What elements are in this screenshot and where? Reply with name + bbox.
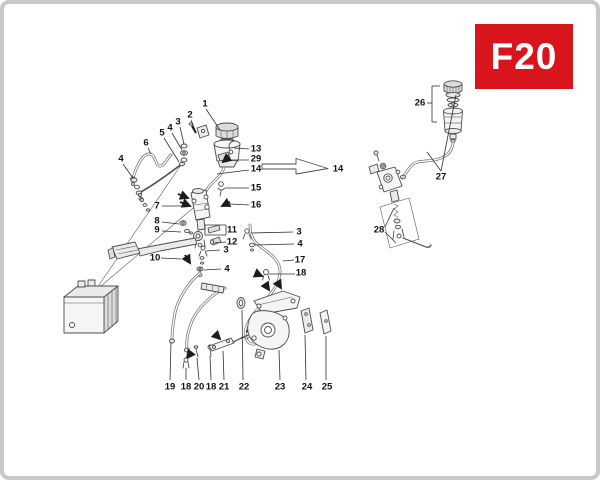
callout-label-15-11: 15 bbox=[251, 183, 262, 194]
bolt-29 bbox=[221, 153, 233, 164]
callout-label-14-10: 14 bbox=[333, 164, 344, 175]
banjo-fittings-left bbox=[130, 177, 144, 202]
callout-leader-24-32 bbox=[304, 334, 307, 381]
rear-hose-27 bbox=[400, 141, 455, 180]
clip-3-mid bbox=[198, 245, 208, 257]
callout-label-8-14: 8 bbox=[154, 216, 159, 227]
callout-label-25-33: 25 bbox=[322, 382, 333, 393]
callout-label-22-30: 22 bbox=[239, 382, 250, 393]
callout-leader-4-3 bbox=[171, 132, 183, 151]
callout-label-19-25: 19 bbox=[165, 382, 176, 393]
brake-line-5 bbox=[135, 161, 185, 212]
callout-label-18-28: 18 bbox=[206, 382, 217, 393]
washer-4-right bbox=[249, 242, 255, 252]
callout-label-9-15: 9 bbox=[154, 225, 159, 236]
callout-label-20-27: 20 bbox=[194, 382, 205, 393]
washer-stack bbox=[180, 143, 188, 163]
callout-label-21-29: 21 bbox=[219, 382, 230, 393]
callout-leader-14-9 bbox=[216, 169, 250, 175]
sheet-code-badge: F20 bbox=[475, 24, 573, 89]
callout-leader-6-5 bbox=[147, 147, 152, 155]
callout-leader-12-17 bbox=[213, 241, 227, 244]
callout-label-13-7: 13 bbox=[251, 144, 262, 155]
callout-leader-8-14 bbox=[161, 221, 180, 225]
callout-label-16-12: 16 bbox=[251, 200, 262, 211]
callout-leader-19-25 bbox=[169, 341, 172, 381]
callout-label-7-13: 7 bbox=[154, 201, 159, 212]
brake-hoses bbox=[169, 223, 282, 353]
abs-unit bbox=[63, 161, 200, 334]
callout-leader-22-30 bbox=[241, 309, 244, 381]
callout-label-28-36: 28 bbox=[374, 225, 385, 236]
callout-label-12-17: 12 bbox=[227, 237, 238, 248]
callout-label-5-4: 5 bbox=[159, 128, 165, 139]
callout-label-10-19: 10 bbox=[150, 253, 161, 264]
callout-leader-20-27 bbox=[196, 357, 200, 381]
callout-leader-4-24 bbox=[203, 268, 222, 271]
callout-leader-4-21 bbox=[254, 243, 295, 246]
clamp-15 bbox=[217, 181, 226, 197]
fluid-reservoir bbox=[188, 122, 241, 168]
callout-leader-9-15 bbox=[161, 230, 182, 233]
callout-leader-13-7 bbox=[233, 147, 250, 150]
callout-leader-23-31 bbox=[278, 349, 281, 381]
callout-leader-27-35 bbox=[426, 151, 442, 172]
callout-leader-18-28 bbox=[209, 355, 212, 381]
callout-leader-21-29 bbox=[222, 350, 225, 381]
callout-leader-3-20 bbox=[250, 231, 294, 234]
brake-pad-25 bbox=[319, 309, 332, 335]
clip-18-right bbox=[252, 268, 270, 281]
bottom-clips bbox=[182, 322, 262, 369]
callout-label-26-34: 26 bbox=[415, 98, 426, 109]
brake-caliper bbox=[247, 278, 301, 360]
callout-leader-27-35 bbox=[440, 94, 457, 172]
callout-label-1-0: 1 bbox=[202, 99, 208, 110]
callout-label-14-9: 14 bbox=[251, 164, 262, 175]
callout-label-4-24: 4 bbox=[224, 264, 230, 275]
callout-leader-5-4 bbox=[163, 137, 180, 163]
callout-label-4-3: 4 bbox=[167, 123, 173, 134]
callout-label-18-26: 18 bbox=[181, 382, 192, 393]
callout-label-23-31: 23 bbox=[275, 382, 286, 393]
callout-leader-2-1 bbox=[190, 119, 196, 131]
continuation-arrow-14 bbox=[261, 158, 329, 175]
callout-label-6-5: 6 bbox=[143, 138, 148, 149]
rear-master-cylinder-28 bbox=[368, 150, 432, 249]
callout-label-18-23: 18 bbox=[296, 268, 307, 279]
washers-8-9 bbox=[179, 220, 193, 235]
callout-label-11-16: 11 bbox=[227, 225, 238, 236]
callout-leader-1-0 bbox=[205, 108, 221, 131]
callout-label-3-20: 3 bbox=[296, 227, 301, 238]
pin-10 bbox=[181, 253, 205, 265]
callout-label-4-21: 4 bbox=[297, 239, 303, 250]
rear-reservoir-26 bbox=[443, 80, 463, 143]
callout-label-3-2: 3 bbox=[175, 117, 180, 128]
callout-leader-3-2 bbox=[179, 126, 185, 145]
callout-leader-4-6 bbox=[122, 163, 134, 179]
callout-leader-16-12 bbox=[229, 203, 250, 206]
callout-leader-28-36 bbox=[384, 207, 395, 228]
callout-leader-28-36 bbox=[384, 231, 397, 244]
callout-label-3-18: 3 bbox=[223, 245, 228, 256]
callout-leader-3-18 bbox=[205, 249, 221, 252]
sheet-code: F20 bbox=[490, 35, 558, 77]
callout-label-24-32: 24 bbox=[302, 382, 313, 393]
bolt-16 bbox=[220, 197, 232, 207]
callout-label-29-8: 29 bbox=[251, 154, 262, 165]
callout-label-27-35: 27 bbox=[436, 172, 447, 183]
callout-leader-17-22 bbox=[282, 259, 295, 262]
brake-pad-24 bbox=[300, 307, 314, 334]
callout-label-2-1: 2 bbox=[187, 110, 192, 121]
callout-label-4-6: 4 bbox=[118, 154, 124, 165]
callout-label-17-22: 17 bbox=[295, 255, 306, 266]
brake-pedal bbox=[107, 224, 222, 260]
callout-leader-10-19 bbox=[160, 257, 182, 260]
